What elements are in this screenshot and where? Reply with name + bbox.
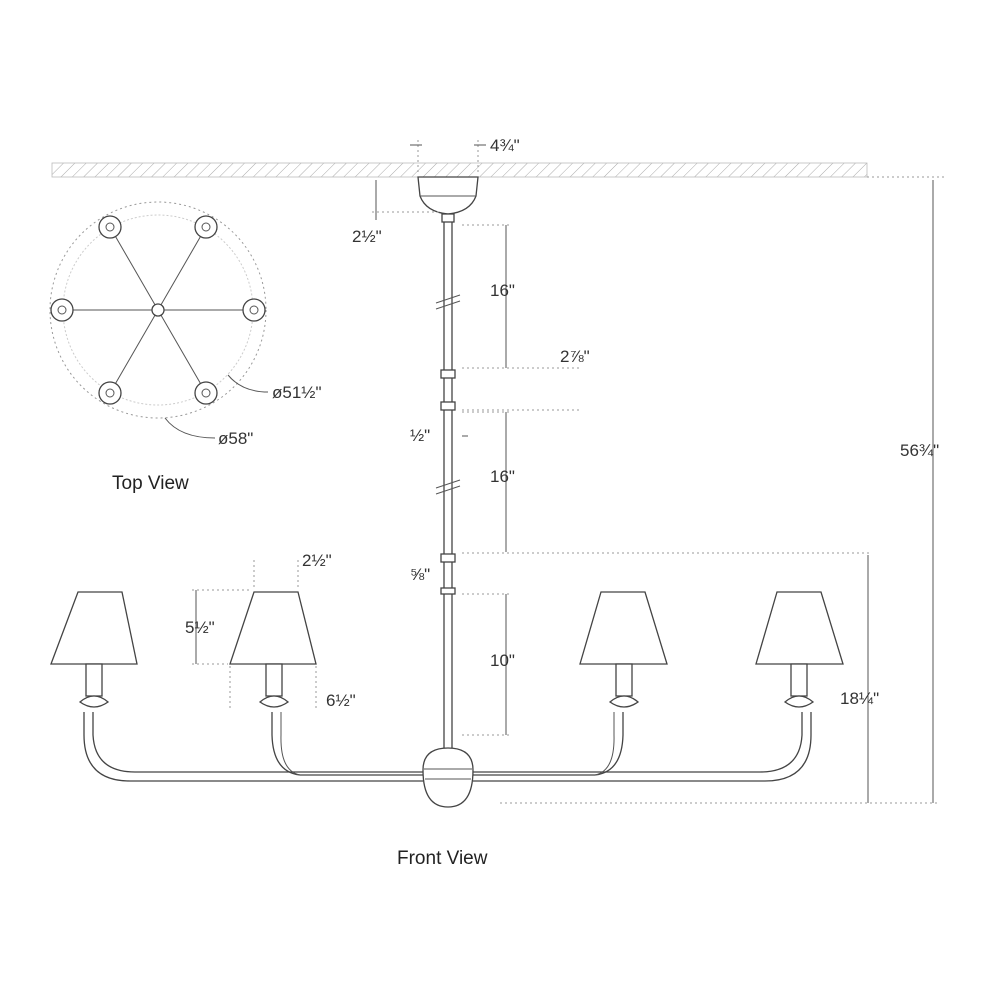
stem-segment-3-label: 10" — [490, 651, 515, 670]
shade-top-label: 2½" — [302, 551, 332, 570]
overall-height-label: 56¾" — [900, 441, 939, 460]
dimension-lines — [192, 140, 940, 804]
collar-label: 2⅞" — [560, 347, 590, 366]
connector-1-label: ½" — [410, 426, 430, 445]
top-view-diagram — [49, 201, 269, 439]
top-view-caption: Top View — [112, 473, 189, 494]
arms — [83, 712, 812, 782]
connector-2-label: ⅝" — [410, 565, 430, 584]
stem-segment-1-label: 16" — [490, 281, 515, 300]
lamp-4 — [755, 591, 844, 708]
stem — [435, 222, 461, 752]
canopy-height-label: 2½" — [352, 227, 382, 246]
inner-diameter-label: ø51½" — [272, 383, 322, 402]
body-height-label: 18¼" — [840, 689, 879, 708]
canopy-width-label: 4¾" — [490, 136, 520, 155]
lamp-1 — [50, 591, 138, 708]
shade-bottom-label: 6½" — [326, 691, 356, 710]
lamp-3 — [579, 591, 668, 708]
canopy — [417, 176, 479, 223]
top-view-arm-ends — [50, 215, 266, 405]
stem-segment-2-label: 16" — [490, 467, 515, 486]
lamp-2 — [229, 591, 317, 708]
ceiling — [51, 162, 945, 178]
shade-height-label: 5½" — [185, 618, 215, 637]
center-body — [422, 747, 474, 808]
outer-diameter-label: ø58" — [218, 429, 253, 448]
front-view-caption: Front View — [397, 848, 488, 869]
